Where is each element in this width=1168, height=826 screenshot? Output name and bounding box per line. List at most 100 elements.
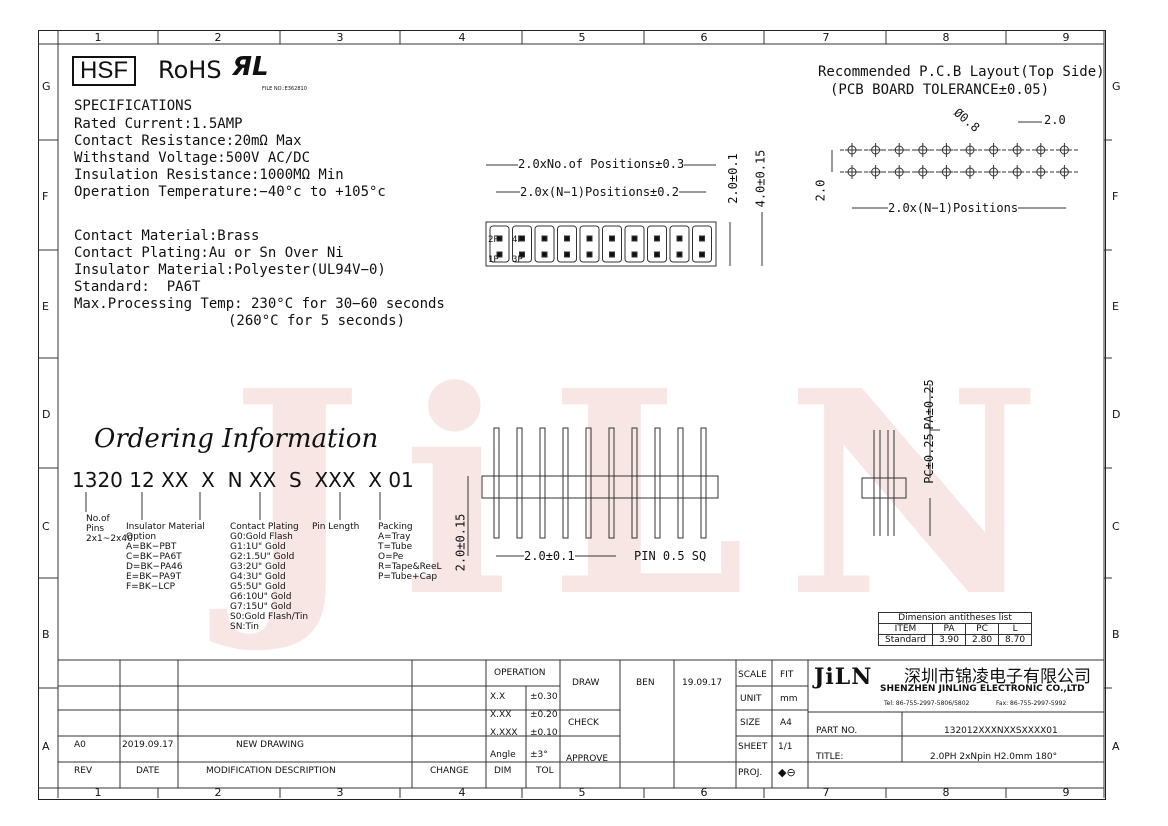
top-view-pin	[631, 235, 638, 242]
top-view-pin	[564, 235, 570, 242]
side-view-drawing	[861, 384, 940, 536]
column-number: 7	[822, 31, 830, 44]
company-tel: Tel: 86-755-2997-5806/5802	[884, 700, 970, 707]
dim-header-cell: L	[998, 623, 1033, 635]
ordering-packing: Packing A=Tray T=Tube O=Pe R=Tape&ReeL P…	[378, 522, 442, 582]
pcb-title: Recommended P.C.B Layout(Top Side)	[818, 64, 1105, 80]
top-view-pin	[496, 251, 503, 258]
pcb-row-pitch-dim: 2.0	[813, 179, 828, 202]
top-view-cell	[647, 225, 667, 263]
tolerance-cell: ±3°	[530, 750, 548, 760]
sheet-label: SHEET	[738, 742, 768, 752]
top-view-pin	[496, 235, 503, 242]
date-value: 2019.09.17	[122, 740, 174, 750]
front-pin	[585, 427, 592, 539]
front-pin-size: PIN 0.5 SQ	[634, 549, 707, 563]
top-view-cell	[557, 225, 577, 263]
spec-line: (260°C for 5 seconds)	[228, 313, 406, 329]
scale-value: FIT	[780, 670, 794, 680]
top-dim-positions: 2.0xNo.of Positions±0.3	[518, 156, 685, 173]
rev-value: A0	[74, 740, 86, 750]
dim-label: DIM	[494, 766, 512, 776]
spec-line: Contact Plating:Au or Sn Over Ni	[74, 245, 344, 261]
front-pin	[654, 427, 661, 539]
row-letter: G	[42, 80, 51, 93]
dim-value-cell: 2.80	[964, 634, 1000, 646]
pin-label-1p: 1P	[488, 255, 499, 265]
projection-icon: ◆⊖	[778, 766, 796, 779]
ordering-leaders	[85, 492, 381, 520]
row-letter: F	[1112, 190, 1119, 203]
ordering-pins: No.of Pins 2x1~2x40	[86, 514, 133, 544]
column-number: 6	[700, 31, 708, 44]
spec-line: Insulator Material:Polyester(UL94V−0)	[74, 262, 386, 278]
tolerance-cell: ±0.30	[530, 692, 558, 702]
dim-value-cell: 8.70	[998, 634, 1033, 646]
top-view-cell	[579, 225, 600, 263]
column-number: 7	[822, 786, 830, 799]
ordering-code: 1320 12 XX X N XX S XXX X 01	[72, 468, 414, 492]
front-pin	[700, 427, 707, 539]
pcb-span-dim: 2.0x(N−1)Positions	[888, 200, 1019, 217]
title-value: 2.0PH 2xNpin H2.0mm 180°	[930, 752, 1058, 762]
proj-label: PROJ.	[738, 768, 763, 778]
side-dim-pa: PA±0.25	[921, 379, 936, 430]
top-view-pin	[586, 251, 593, 258]
front-dim-height: 2.0±0.15	[453, 513, 468, 572]
top-view-cell	[602, 225, 622, 263]
dim-header-cell: ITEM	[878, 623, 933, 635]
dim-header-cell: PC	[964, 623, 1000, 635]
column-number: 4	[458, 31, 466, 44]
tolerance-cell: ±0.20	[530, 710, 558, 720]
row-letter: E	[42, 300, 49, 313]
top-view-pin	[541, 235, 548, 242]
sheet-value: 1/1	[778, 742, 793, 752]
desc-header: MODIFICATION DESCRIPTION	[206, 766, 336, 776]
spec-line: Contact Resistance:20mΩ Max	[74, 133, 302, 149]
front-pin	[539, 427, 546, 539]
drawer-name: BEN	[636, 678, 655, 688]
drawing-frame	[38, 30, 1106, 800]
front-pin	[677, 427, 684, 539]
size-value: A4	[780, 718, 792, 728]
row-letter: B	[1112, 628, 1120, 641]
tol-label: TOL	[536, 766, 554, 776]
column-number: 9	[1062, 31, 1070, 44]
operation-label: OPERATION	[494, 668, 546, 678]
column-number: 2	[214, 786, 222, 799]
front-pin	[631, 427, 638, 539]
column-number: 3	[336, 786, 344, 799]
spec-line: Contact Material:Brass	[74, 228, 260, 244]
front-pin	[562, 427, 569, 539]
approve-label: APPROVE	[566, 754, 609, 764]
top-view-cell	[692, 225, 712, 263]
scale-label: SCALE	[738, 670, 767, 680]
top-dim-width: 4.0±0.15	[753, 149, 768, 208]
column-number: 1	[94, 31, 102, 44]
ordering-insulator: Insulator Material Option A=BK−PBT C=BK−…	[126, 522, 205, 592]
spec-line: Standard: PA6T	[74, 279, 201, 295]
unit-label: UNIT	[740, 694, 762, 704]
rev-header: REV	[74, 766, 93, 776]
ul-file-number: FILE NO.:E362810	[262, 86, 307, 92]
top-view-drawing	[485, 164, 763, 267]
draw-label: DRAW	[572, 678, 600, 688]
check-label: CHECK	[568, 718, 599, 728]
tolerance-cell: X.X	[490, 692, 506, 702]
column-number: 1	[94, 786, 102, 799]
spec-line: Insulation Resistance:1000MΩ Min	[74, 167, 344, 183]
dim-value-cell: Standard	[878, 634, 933, 646]
specifications-title: SPECIFICATIONS	[74, 98, 193, 114]
row-letter: C	[42, 520, 50, 533]
spec-line: Rated Current:1.5AMP	[74, 116, 243, 132]
row-letter: B	[42, 628, 50, 641]
front-pin	[608, 427, 615, 539]
top-view-cell	[489, 225, 510, 263]
row-letter: G	[1112, 80, 1121, 93]
row-letter: C	[1112, 520, 1120, 533]
ul-logo: ЯL	[232, 52, 269, 82]
company-name-en: SHENZHEN JINLING ELECTRONIC CO.,LTD	[880, 684, 1085, 694]
column-number: 4	[458, 786, 466, 799]
top-view-pin	[699, 235, 705, 242]
